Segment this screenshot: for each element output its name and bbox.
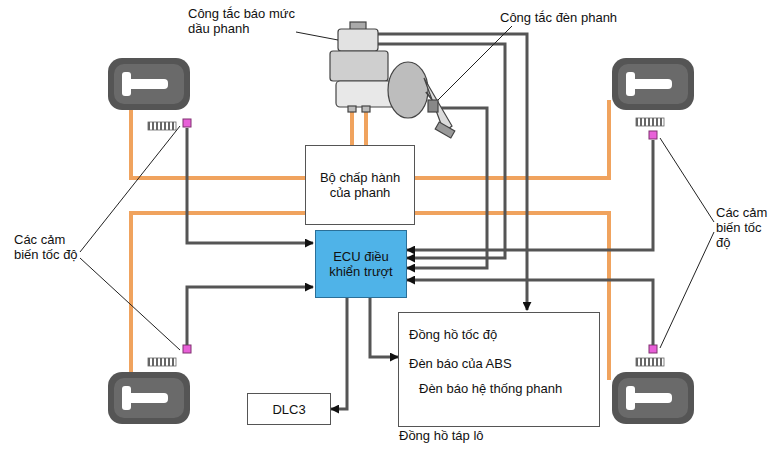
master-cylinder-part — [428, 100, 438, 112]
sensor-label: Các cảm biến tốc độ — [716, 205, 778, 250]
wheel-part — [612, 58, 694, 110]
signal-wire-part — [187, 128, 313, 243]
wheel-part — [618, 378, 688, 418]
wheel-part — [612, 372, 694, 424]
signal-wire-part — [187, 287, 313, 345]
wheel — [612, 58, 694, 110]
speed-sensor-part — [183, 345, 191, 353]
leader-line-part — [296, 32, 338, 40]
brake-pipes-part — [364, 110, 368, 150]
master-cylinder-part — [348, 106, 356, 112]
box-text: DLC3 — [272, 402, 305, 417]
signal-connector — [331, 298, 347, 409]
speed-sensor-part — [649, 131, 657, 139]
wheel-part — [122, 393, 168, 403]
wheel-part — [626, 79, 672, 89]
signal-wire-part — [407, 108, 487, 268]
leader-line-part — [660, 138, 714, 222]
leader-line-part — [80, 126, 180, 252]
signal-wire-part — [407, 140, 653, 250]
wheel-part — [114, 64, 184, 104]
wheel-part — [618, 64, 688, 104]
dlc3-box: DLC3 — [247, 393, 331, 425]
wheel-part — [122, 79, 168, 89]
leader-line — [80, 26, 714, 350]
box-text: Đồng hồ tốc độ — [409, 327, 589, 342]
speed-sensor-part — [183, 119, 191, 127]
master-cylinder-part — [388, 62, 428, 118]
actuator-box: Bộ chấp hành của phanh — [305, 145, 415, 225]
wheel — [108, 372, 190, 424]
master-cylinder-part — [338, 29, 378, 51]
wheel — [612, 372, 694, 424]
speed-sensor-part — [148, 358, 176, 366]
speed-sensor — [148, 119, 191, 130]
group-heading: Đồng hồ táp lô — [399, 428, 484, 443]
box-text: ECU điều khiển trượt — [321, 249, 401, 279]
box-text: Bộ chấp hành của phanh — [312, 170, 408, 200]
master-cylinder-part — [330, 51, 388, 81]
wheel-part — [626, 393, 672, 403]
wheel-part — [114, 378, 184, 418]
wheel-part — [108, 372, 190, 424]
leader-line-part — [438, 26, 512, 100]
signal-connector — [370, 298, 398, 357]
ecu-box: ECU điều khiển trượt — [315, 230, 407, 298]
speed-sensor-part — [636, 118, 664, 126]
part-label: Công tắc báo mức dầu phanh — [188, 6, 300, 36]
box-text: Đèn báo hệ thống phanh — [419, 381, 589, 396]
speed-sensor — [636, 118, 664, 139]
leader-line-part — [660, 232, 714, 348]
master-cylinder — [330, 22, 455, 138]
master-cylinder-part — [435, 122, 455, 138]
wheel-part — [108, 58, 190, 110]
part-label: Công tắc đèn phanh — [500, 10, 650, 25]
speed-sensor-part — [649, 345, 657, 353]
signal-wire — [187, 34, 653, 345]
box-text: Đèn báo của ABS — [409, 356, 589, 371]
wheel — [108, 58, 190, 110]
speed-sensor-part — [636, 358, 664, 366]
master-cylinder-part — [362, 106, 370, 112]
instrument-box: Đồng hồ tốc độ Đèn báo của ABS Đèn báo hệ … — [398, 312, 600, 427]
sensor-label: Các cảm biến tốc độ — [14, 232, 78, 262]
speed-sensor — [148, 345, 191, 366]
leader-line-part — [80, 258, 180, 350]
speed-sensor-part — [148, 122, 176, 130]
speed-sensor — [636, 345, 664, 366]
brake-pipes-part — [350, 110, 354, 150]
